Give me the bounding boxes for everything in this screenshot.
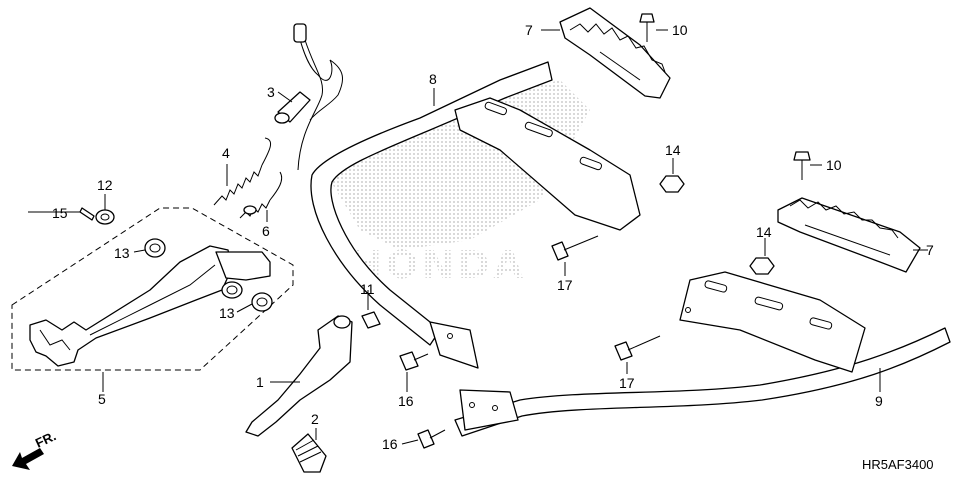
callout-14-upper: 14 (665, 142, 681, 158)
spring-4 (213, 137, 272, 206)
bolt-17-upper (551, 235, 599, 261)
callout-13-upper: 13 (114, 245, 130, 261)
front-direction-indicator: FR. (12, 428, 58, 470)
callout-7-lower: 7 (926, 242, 934, 258)
callout-15: 15 (52, 205, 68, 221)
brake-pedal-assembly-outline (11, 207, 294, 371)
brake-pedal-assembly (29, 245, 271, 367)
bushing-13-lower (251, 292, 273, 312)
callout-12: 12 (97, 177, 113, 193)
callout-11: 11 (360, 281, 375, 297)
callout-2: 2 (311, 411, 319, 427)
bolt-17-lower (614, 335, 661, 361)
bolt-10-lower (793, 151, 811, 180)
bolt-16-upper (399, 351, 429, 371)
callout-3: 3 (267, 84, 275, 100)
callout-8: 8 (429, 71, 437, 87)
diagram-code: HR5AF3400 (862, 457, 934, 472)
washer-12 (95, 209, 115, 225)
direction-label: FR. (33, 428, 58, 450)
bolt-11 (361, 311, 381, 329)
callout-1: 1 (256, 374, 264, 390)
footpeg-plate-7-upper (559, 7, 671, 99)
callout-17-lower: 17 (619, 375, 635, 391)
callout-13-lower: 13 (219, 305, 235, 321)
callout-labels: 15 12 13 13 5 3 4 6 7 10 8 14 10 7 14 17… (52, 22, 934, 452)
shift-pedal-1 (245, 315, 353, 437)
bolt-16-lower (417, 429, 446, 449)
footpeg-frame-8 (310, 61, 641, 369)
footpeg-frame-9 (454, 271, 951, 437)
callout-9: 9 (875, 393, 883, 409)
callout-6: 6 (262, 223, 270, 239)
callout-4: 4 (222, 145, 230, 161)
bolt-10-upper (639, 13, 655, 42)
spring-6 (239, 171, 283, 219)
stop-switch-3 (274, 23, 343, 171)
callout-7-upper: 7 (525, 22, 533, 38)
callout-17-upper: 17 (557, 277, 573, 293)
nut-14-upper (659, 175, 685, 193)
arrow-icon (12, 448, 44, 470)
callout-16-upper: 16 (398, 393, 414, 409)
callout-5: 5 (98, 391, 106, 407)
shift-rubber-2 (291, 433, 327, 473)
cotter-pin-15 (79, 207, 95, 221)
footpeg-plate-7-lower (777, 197, 921, 273)
callout-10-lower: 10 (826, 157, 842, 173)
callout-14-lower: 14 (756, 224, 772, 240)
leader-lines (28, 29, 928, 445)
bushing-13-upper (144, 238, 166, 258)
callout-10-upper: 10 (672, 22, 688, 38)
nut-14-lower (749, 257, 775, 275)
callout-16-lower: 16 (382, 436, 398, 452)
